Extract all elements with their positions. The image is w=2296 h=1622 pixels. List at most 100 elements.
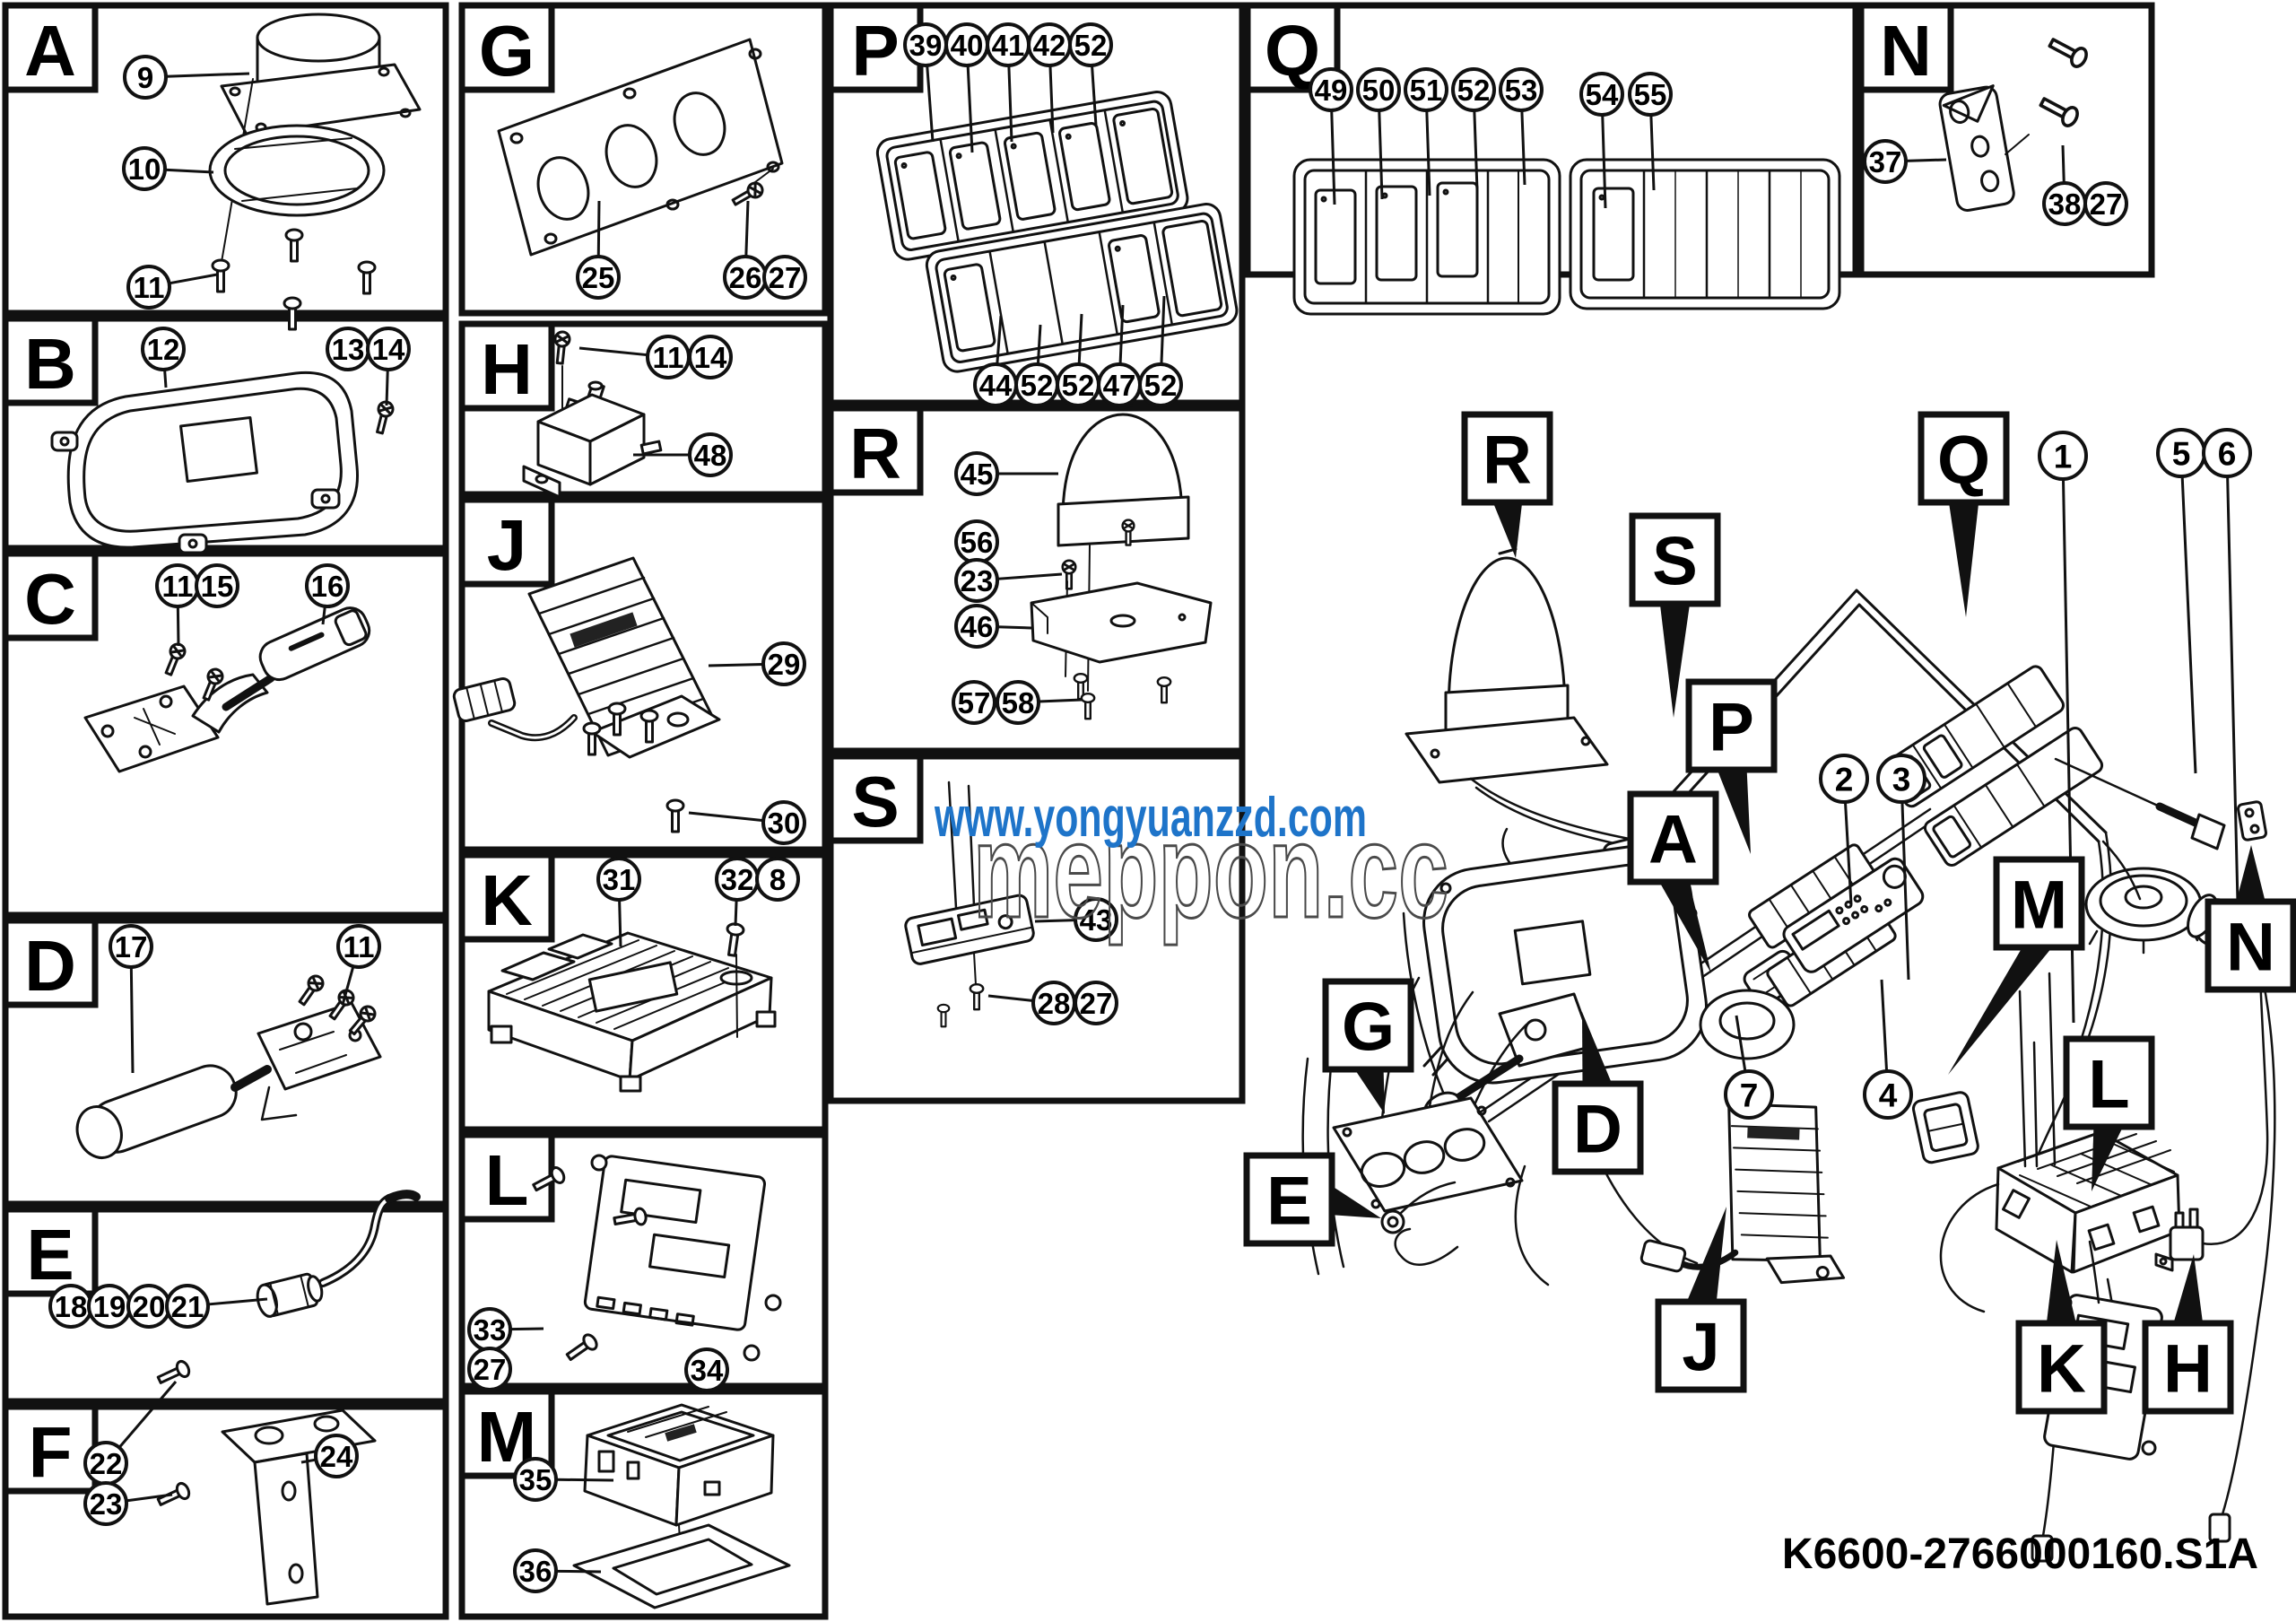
panel-S: S	[827, 753, 1246, 1104]
callout-number: 43	[1080, 903, 1113, 937]
main-label-M: M	[1948, 856, 2085, 1075]
panel-c-art	[83, 606, 371, 773]
callout-number: 17	[115, 930, 148, 964]
callout-number: 29	[768, 648, 801, 681]
panel-J: J	[458, 496, 829, 853]
callout-circle	[1074, 897, 1118, 942]
panel-E: E	[2, 1206, 449, 1405]
panel-M-callout-36: 36	[513, 1548, 602, 1593]
panel-P-callout-52: 52	[1068, 22, 1113, 126]
leader-line	[1160, 295, 1166, 365]
callout-circle	[688, 432, 733, 477]
panel-N-callout-27: 27	[2083, 181, 2128, 226]
callout-number: 56	[961, 526, 994, 559]
panel-e-art	[256, 1190, 421, 1318]
panel-S-frame	[827, 753, 1246, 1104]
callout-circle	[761, 800, 806, 845]
callout-number: 52	[1021, 369, 1054, 402]
callout-number: 36	[519, 1555, 552, 1588]
callout-number: 15	[201, 570, 234, 603]
leader-line	[163, 369, 168, 388]
callout-circle	[596, 857, 641, 902]
label-box	[1461, 411, 1553, 506]
label-letter: A	[1648, 801, 1698, 877]
panel-F-label: F	[29, 1412, 73, 1492]
panel-L-callout-27: 27	[467, 1347, 512, 1391]
line-art-layer	[50, 13, 2296, 1609]
leader-line	[1077, 313, 1083, 365]
callout-circle	[2083, 181, 2128, 226]
leader-line	[996, 625, 1032, 630]
callout-circle	[1404, 67, 1448, 112]
main-callout-4: 4	[1863, 979, 1913, 1120]
callout-circle	[336, 924, 381, 969]
leader-line	[126, 1493, 173, 1503]
panel-D-frame	[2, 917, 449, 1208]
callout-circle	[996, 680, 1040, 725]
panel-D-callout-17: 17	[109, 924, 153, 1074]
main-label-L: L	[2063, 1035, 2155, 1191]
label-pointer	[1492, 500, 1523, 558]
label-box	[2063, 1035, 2155, 1130]
panel-Q-callout-55: 55	[1628, 72, 1673, 191]
callout-number: 39	[909, 29, 943, 62]
callout-number: 58	[1002, 686, 1035, 719]
callout-number: 11	[162, 570, 194, 603]
callout-number: 27	[1080, 987, 1113, 1020]
label-letter: S	[1652, 523, 1698, 599]
panel-G-callout-27: 27	[762, 255, 807, 300]
label-pointer	[1657, 879, 1711, 973]
leader-line	[996, 315, 1003, 365]
panel-K-callout-8: 8	[755, 857, 800, 902]
callout-number: 40	[951, 29, 984, 62]
panel-R-label: R	[849, 414, 901, 493]
leader-line	[987, 994, 1034, 1002]
leader-line	[2061, 144, 2066, 184]
label-box	[2205, 898, 2296, 993]
callout-circle	[165, 1284, 210, 1329]
callout-number: 34	[691, 1354, 724, 1387]
leader-line	[1038, 698, 1083, 703]
panel-R-callout-45: 45	[954, 451, 1058, 496]
callout-number: 21	[171, 1290, 204, 1323]
panel-S-label-box	[827, 753, 924, 844]
leader-line	[1048, 65, 1055, 134]
panel-M-label-box	[458, 1388, 555, 1479]
panel-l-art	[529, 1154, 782, 1365]
label-box	[1993, 856, 2085, 951]
panel-A-label: A	[24, 11, 76, 91]
panel-C-frame	[2, 550, 449, 919]
panel-H-callout-48: 48	[633, 432, 733, 477]
panel-C-callout-15: 15	[195, 563, 239, 608]
panel-r-art	[1030, 404, 1213, 720]
callout-circle	[513, 1548, 558, 1593]
panel-S-callout-28: 28	[987, 981, 1076, 1025]
panel-B-callout-13: 13	[326, 327, 370, 371]
leader-line	[1473, 109, 1479, 191]
panel-L-frame	[458, 1131, 829, 1390]
panel-K-label: K	[481, 860, 533, 940]
callout-number: 20	[133, 1290, 166, 1323]
leader-line	[164, 168, 214, 174]
leader-line	[996, 572, 1063, 580]
panel-H: H	[458, 320, 829, 498]
panel-Q-label: Q	[1265, 11, 1320, 91]
leader-line	[321, 606, 326, 625]
panel-B-callout-14: 14	[366, 327, 411, 406]
main-label-J: J	[1655, 1207, 1747, 1393]
callout-number: 57	[958, 686, 991, 719]
callout-circle	[2038, 431, 2088, 481]
callout-circle	[1724, 1069, 1774, 1120]
drawing-part-number: K6600-2766000160.S1A	[1782, 1530, 2258, 1578]
panel-E-callout-21: 21	[165, 1284, 268, 1329]
callout-number: 44	[979, 369, 1013, 402]
leader-line	[1425, 109, 1431, 196]
panel-q-art	[1292, 158, 1841, 316]
leader-line	[966, 65, 974, 153]
panel-J-label-box	[458, 496, 555, 588]
leader-line	[1843, 801, 1853, 905]
panel-E-frame	[2, 1206, 449, 1405]
panel-N-label: N	[1880, 11, 1932, 91]
panel-P-callout-52: 52	[1138, 295, 1183, 407]
panel-D-label-box	[2, 917, 99, 1008]
